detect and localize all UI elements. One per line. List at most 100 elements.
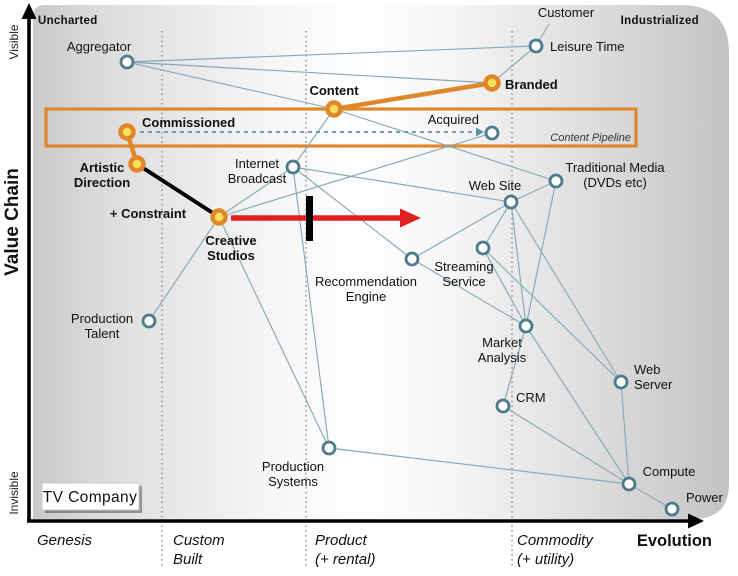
label-traditional_media: Traditional Media — [565, 160, 665, 175]
label-web_server: Server — [634, 377, 673, 392]
visible-label: Visible — [7, 24, 21, 59]
edge-content--internet_broadcast — [292, 108, 335, 168]
edge-web_site--traditional_media — [510, 180, 557, 203]
label-market_analysis: Analysis — [478, 350, 527, 365]
title-box — [41, 482, 140, 511]
content-pipeline-label: Content Pipeline — [550, 132, 631, 144]
label-web_site: Web Site — [469, 178, 522, 193]
label-creative_studios: Creative — [205, 233, 256, 248]
map-nodes — [118, 38, 680, 517]
node-production_talent — [141, 313, 157, 329]
evolution-title: Evolution — [637, 532, 712, 550]
label-leisure_time: Leisure Time — [550, 39, 624, 54]
stage-labels: Genesis Custom Built Product (+ rental) … — [37, 532, 594, 568]
label-power: Power — [686, 490, 724, 505]
edge-content--branded — [333, 80, 493, 112]
node-traditional_media — [548, 173, 564, 189]
edge-internet_broadcast--production_systems — [292, 166, 330, 449]
stage-genesis: Genesis — [37, 532, 93, 549]
node-content — [325, 100, 343, 118]
edge-internet_broadcast--web_site — [292, 166, 512, 203]
node-web_site — [503, 194, 519, 210]
edge-web_server--compute — [620, 381, 630, 485]
label-recommendation_engine: Recommendation — [315, 274, 417, 289]
dependency-links — [124, 23, 673, 510]
label-streaming_service: Service — [442, 274, 485, 289]
industrialized-label: Industrialized — [621, 15, 699, 27]
edge-creative_studios--production_systems — [218, 216, 330, 449]
node-web_server — [613, 374, 629, 390]
label-production_talent: Production — [71, 311, 133, 326]
edge-creative_studios--production_talent — [148, 216, 220, 322]
node-production_systems — [321, 440, 337, 456]
label-artistic_direction: Artistic — [80, 160, 125, 175]
edge-streaming_service--web_server — [482, 247, 622, 383]
edge-leisure_time--aggregator — [126, 45, 537, 63]
edge-aggregator--branded — [126, 61, 493, 84]
label-recommendation_engine: Engine — [346, 289, 386, 304]
value-chain-title: Value Chain — [2, 168, 23, 276]
y-axis-arrowhead — [21, 3, 37, 19]
node-commissioned — [118, 123, 136, 141]
red-movement-arrowhead — [400, 208, 421, 228]
node-creative_studios — [210, 208, 228, 226]
edge-web_site--web_server — [510, 201, 622, 383]
node-recommendation_engine — [404, 251, 420, 267]
edge-web_site--streaming_service — [482, 201, 512, 249]
label-commissioned: Commissioned — [142, 115, 235, 130]
invisible-label: Invisible — [7, 471, 21, 515]
edge-leisure_time--branded — [491, 45, 537, 84]
map-title-box: TV Company — [41, 482, 142, 513]
label-content: Content — [309, 83, 359, 98]
edge-compute--power — [628, 483, 673, 510]
uncharted-label: Uncharted — [38, 15, 98, 27]
stage-commodity-line1: Commodity — [517, 532, 594, 549]
x-axis-arrowhead — [688, 513, 704, 529]
edge-web_site--recommendation_engine — [411, 201, 512, 260]
node-internet_broadcast — [285, 159, 301, 175]
node-artistic_direction — [128, 155, 146, 173]
edge-creative_studios--acquired — [218, 132, 493, 218]
node-compute — [621, 476, 637, 492]
node-crm — [495, 398, 511, 414]
stage-product-line1: Product — [315, 532, 368, 549]
stage-commodity-line2: (+ utility) — [517, 551, 574, 568]
stage-product-line2: (+ rental) — [315, 551, 375, 568]
label-streaming_service: Streaming — [434, 259, 493, 274]
label-aggregator: Aggregator — [67, 39, 132, 54]
label-market_analysis: Market — [482, 335, 522, 350]
edge-recommendation_engine--market_analysis — [411, 258, 527, 327]
label-production_systems: Systems — [268, 474, 318, 489]
edge-content--traditional_media — [333, 108, 557, 182]
label-compute: Compute — [643, 464, 696, 479]
map-background — [33, 5, 729, 519]
node-branded — [483, 74, 501, 92]
edge-streaming_service--market_analysis — [482, 247, 527, 327]
label-branded: Branded — [505, 77, 558, 92]
stage-custom-line2: Built — [173, 551, 203, 568]
node-market_analysis — [518, 318, 534, 334]
edge-market_analysis--crm — [502, 325, 527, 407]
edge-internet_broadcast--recommendation_engine — [292, 166, 413, 260]
node-aggregator — [119, 54, 135, 70]
node-leisure_time — [528, 38, 544, 54]
constraint-bar — [306, 196, 313, 241]
label-production_talent: Talent — [85, 326, 120, 341]
label-customer: Customer — [538, 5, 595, 20]
edge-creative_studios--internet_broadcast — [218, 166, 294, 218]
edge-aggregator--content — [126, 61, 335, 110]
label-artistic_direction: Direction — [74, 175, 130, 190]
node-power — [664, 501, 680, 517]
node-acquired — [484, 125, 500, 141]
edge-web_site--market_analysis — [510, 201, 527, 327]
constraint-label: + Constraint — [110, 206, 187, 221]
label-creative_studios: Studios — [207, 248, 255, 263]
edge-crm--compute — [502, 405, 630, 485]
map-title: TV Company — [43, 489, 137, 506]
label-internet_broadcast: Internet — [235, 156, 279, 171]
edge-market_analysis--compute — [525, 325, 630, 485]
edge-traditional_media--market_analysis — [525, 180, 557, 327]
stage-custom-line1: Custom — [173, 532, 225, 549]
